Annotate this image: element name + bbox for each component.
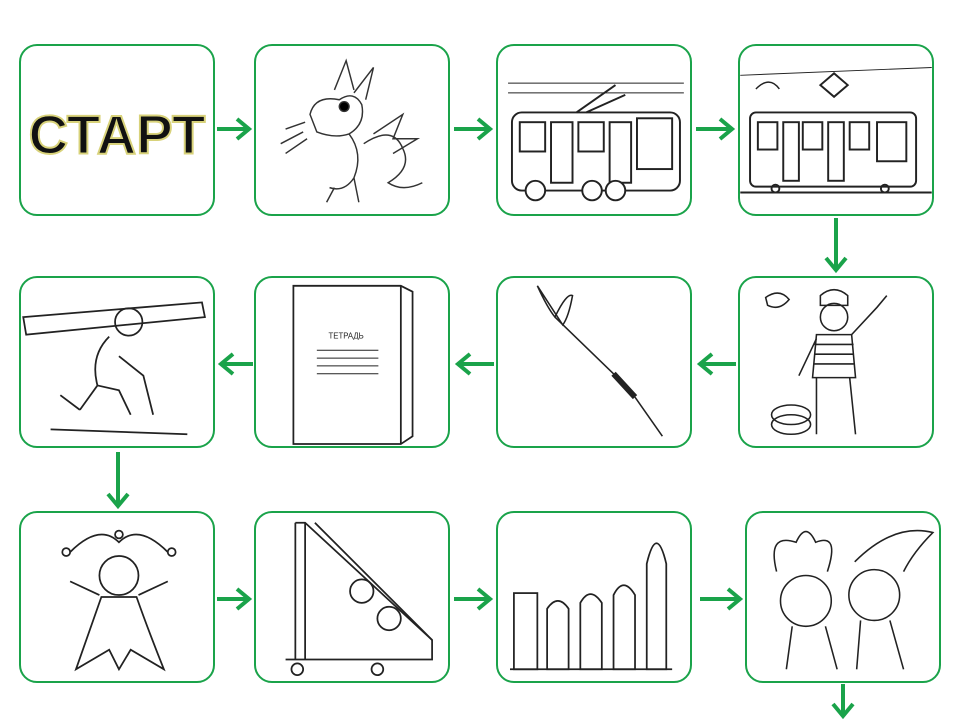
card-lumberjack: [19, 276, 215, 448]
jester-icon: [61, 529, 177, 672]
arrow-right-4: [217, 587, 253, 611]
arrow-right-3: [696, 117, 736, 141]
card-start: СТАРТ: [19, 44, 215, 216]
trolleybus-icon: [508, 82, 684, 202]
card-dart: [496, 276, 692, 448]
arrow-down-3: [831, 684, 855, 720]
arrow-down-1: [824, 218, 848, 274]
boarding-ladder-icon: [285, 521, 433, 677]
card-trolleybus: [496, 44, 692, 216]
start-text: СТАРТ: [29, 103, 206, 165]
tram-icon: [740, 67, 932, 194]
trolls-icon: [773, 529, 935, 670]
arrow-right-2: [454, 117, 494, 141]
arrow-right-5: [454, 587, 494, 611]
card-trolls: [745, 511, 941, 683]
card-tram: [738, 44, 934, 216]
sailor-boy-icon: [764, 288, 888, 436]
card-notebook: ТЕТРАДЬ: [254, 276, 450, 448]
card-cartridges: [496, 511, 692, 683]
cartridges-icon: [510, 542, 673, 671]
dart-icon: [536, 285, 664, 437]
dragon-icon: [280, 58, 423, 203]
notebook-icon: ТЕТРАДЬ: [292, 284, 414, 445]
arrow-left-2: [454, 352, 494, 376]
arrow-left-3: [217, 352, 253, 376]
card-sailor: [738, 276, 934, 448]
start-label: СТАРТ: [28, 102, 207, 166]
arrow-down-2: [106, 452, 130, 510]
notebook-title: ТЕТРАДЬ: [329, 332, 364, 341]
lumberjack-icon: [22, 301, 206, 436]
card-jester: [19, 511, 215, 683]
card-dragon: [254, 44, 450, 216]
arrow-right-1: [217, 117, 253, 141]
card-ladder: [254, 511, 450, 683]
arrow-left-1: [696, 352, 736, 376]
arrow-right-6: [700, 587, 744, 611]
